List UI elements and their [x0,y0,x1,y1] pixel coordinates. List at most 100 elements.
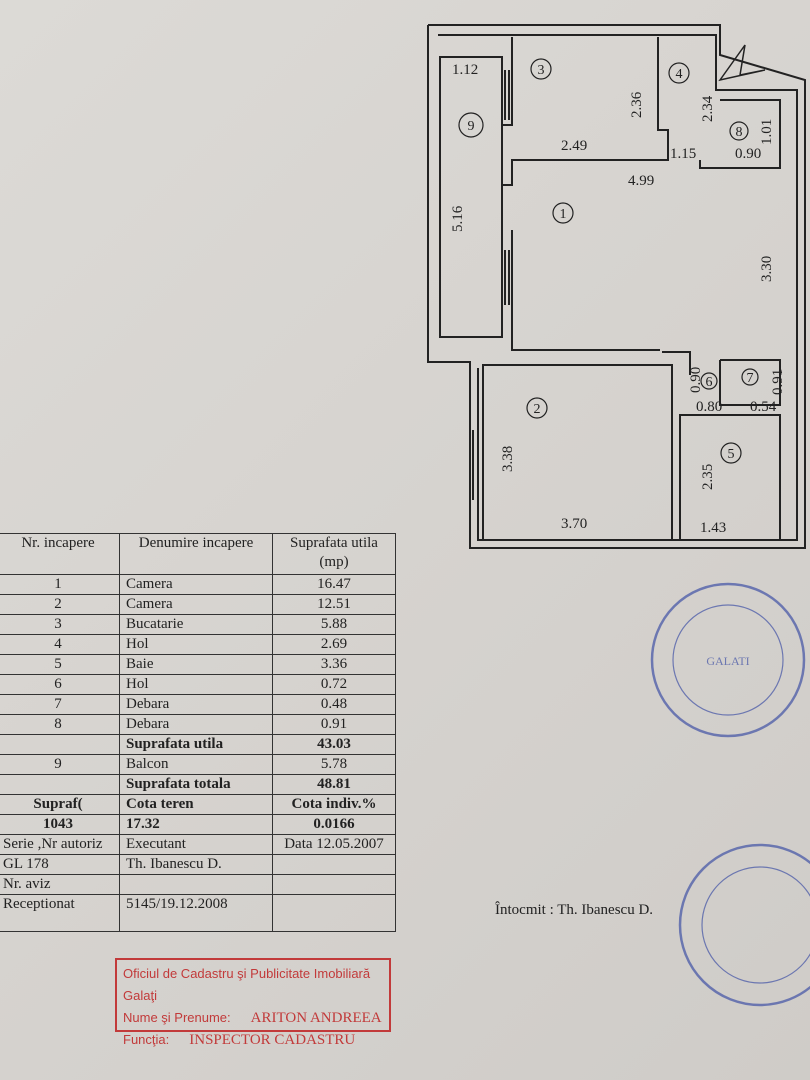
table-cell: 48.81 [272,774,396,795]
room-number: 5 [728,447,735,462]
dimension: 2.49 [561,138,587,154]
table-cell: 8 [0,714,120,735]
table-cell: Baie [119,654,273,675]
table-cell: Debara [119,714,273,735]
table-cell: Serie ,Nr autoriz [0,834,120,855]
dimension: 0.54 [750,399,777,415]
table-cell: Data 12.05.2007 [272,834,396,855]
dimension: 0.90 [688,367,704,393]
column-header: Denumire incapere [119,533,273,575]
floor-plan: 1 2 3 4 5 6 7 8 9 1.12 2.36 2.34 1.01 2.… [427,24,806,549]
table-cell: Executant [119,834,273,855]
dimension: 3.70 [561,516,587,532]
dimension: 3.30 [759,256,775,282]
table-cell: 0.0166 [272,814,396,835]
table-cell: Suprafata totala [119,774,273,795]
column-header: Nr. incapere [0,533,120,575]
table-cell: 5.88 [272,614,396,635]
table-cell [119,874,273,895]
table-cell: 6 [0,674,120,695]
table-cell: Hol [119,634,273,655]
table-cell [272,874,396,895]
table-cell: 5 [0,654,120,675]
dimension: 4.99 [628,173,654,189]
dimension: 0.80 [696,399,722,415]
inner-wall [438,34,798,541]
dimension: 3.38 [500,446,516,472]
table-cell: Camera [119,574,273,595]
room-number: 8 [736,125,743,140]
stamp-office: Oficiul de Cadastru şi Publicitate Imobi… [123,966,371,1003]
column-header: Suprafata utila (mp) [272,533,396,575]
table-row: Nr. aviz [0,874,396,895]
table-cell: Th. Ibanescu D. [119,854,273,875]
table-cell: 12.51 [272,594,396,615]
stamp-agency-blue: GALATI [650,582,810,1007]
table-cell: Hol [119,674,273,695]
svg-text:GALATI: GALATI [706,654,749,668]
stamp-function-value: INSPECTOR CADASTRU [189,1032,356,1048]
dimension: 2.34 [700,95,716,122]
closet-wall [719,359,781,406]
room-number: 4 [676,67,683,82]
hall-wall [699,99,781,169]
table-cell [272,894,396,932]
dimension: 0.90 [735,146,761,162]
table-cell: Nr. aviz [0,874,120,895]
room-number: 2 [534,402,541,417]
prepared-by: Întocmit : Th. Ibanescu D. [495,902,654,918]
dimension: 1.43 [700,520,726,536]
table-cell: 17.32 [119,814,273,835]
table-cell: 16.47 [272,574,396,595]
dimension: 1.15 [670,146,696,162]
table-cell: GL 178 [0,854,120,875]
room-number: 3 [538,63,545,78]
table-cell: Bucatarie [119,614,273,635]
table-cell [0,774,120,795]
cadastre-stamp: Oficiul de Cadastru şi Publicitate Imobi… [115,958,391,1048]
dimension: 0.91 [770,369,786,395]
room-number: 7 [747,371,754,386]
table-cell: 9 [0,754,120,775]
room5-wall [679,414,781,540]
dimension: 1.01 [759,119,775,145]
dimension: 2.35 [700,464,716,490]
table-cell [0,734,120,755]
table-cell: Supraf( [0,794,120,815]
table-cell: 43.03 [272,734,396,755]
room-number: 9 [468,119,475,134]
table-cell: 2 [0,594,120,615]
table-cell [272,854,396,875]
table-cell: 3.36 [272,654,396,675]
table-cell: Balcon [119,754,273,775]
table-cell: Receptionat [0,894,120,932]
table-cell: 7 [0,694,120,715]
table-cell: 3 [0,614,120,635]
dimension: 1.12 [452,62,478,78]
north-arrow-icon [718,44,766,82]
table-cell: Cota indiv.% [272,794,396,815]
stamp-name-label: Nume şi Prenume: [123,1010,231,1025]
table-cell: Debara [119,694,273,715]
table-cell: 1043 [0,814,120,835]
balcony-wall [439,56,503,338]
kitchen-wall [501,37,669,186]
small-wall [662,351,691,375]
table-cell: 1 [0,574,120,595]
table-cell: 5.78 [272,754,396,775]
stamp-name-value: ARITON ANDREEA [250,1010,382,1026]
